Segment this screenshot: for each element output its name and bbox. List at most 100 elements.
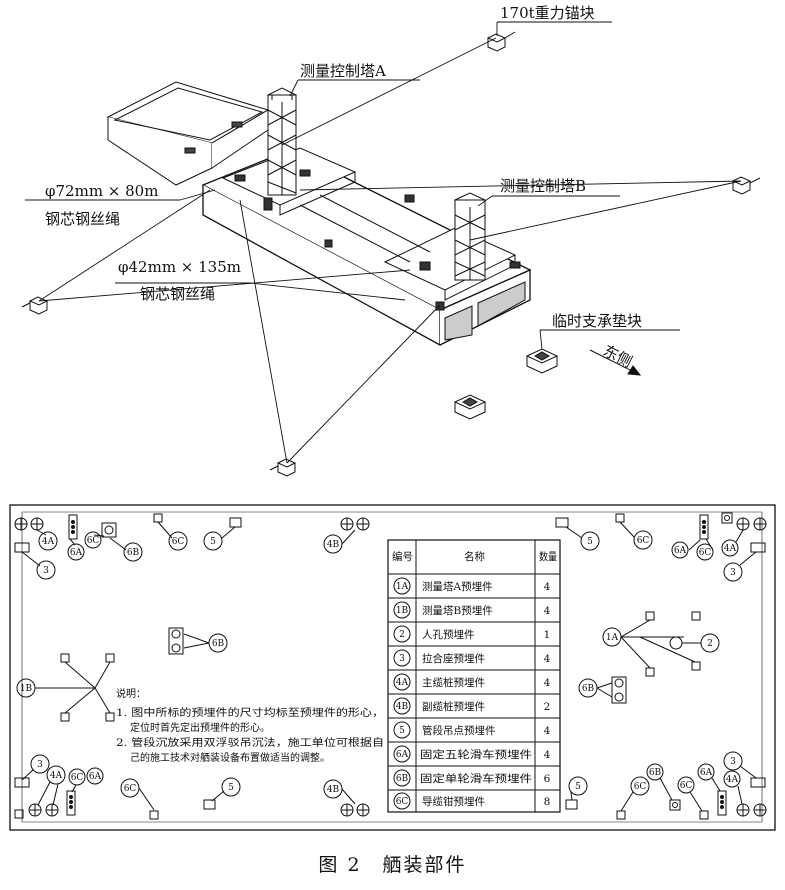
marker-label: 6B [582, 684, 595, 694]
notes-title: 说明： [116, 687, 146, 700]
cluster-top-left [14, 513, 242, 580]
marker-label: 6A [700, 768, 713, 778]
marker-label: 5 [587, 537, 593, 547]
table-row-code: 4B [396, 702, 409, 712]
temporary-support-block-2 [453, 394, 487, 420]
notes-line: 己的施工技术对舾装设备布置做适当的调整。 [130, 751, 330, 764]
marker-label: 1B [20, 684, 33, 694]
table-row-name: 拉合座预埋件 [422, 652, 485, 665]
label-gravity-anchor: 170t重力锚块 [500, 4, 595, 22]
marker-label: 2 [707, 639, 713, 649]
marker-label: 5 [575, 782, 581, 792]
table-row-qty: 6 [544, 773, 551, 785]
component-table-frame [387, 539, 561, 813]
cluster-top-right [555, 512, 767, 582]
table-row-code: 6B [396, 774, 409, 784]
marker-label: 4A [42, 537, 55, 547]
marker-label: 6B [649, 768, 662, 778]
figure-caption: 图 2 舾装部件 [318, 854, 467, 876]
label-temporary-support: 临时支承垫块 [552, 312, 642, 330]
table-code-circles [393, 577, 411, 810]
table-codes: 1A 1B 2 3 4A 4B 5 6A 6B 6C [396, 582, 409, 807]
cluster-1b [16, 627, 228, 722]
table-header-code: 编号 [392, 550, 413, 563]
survey-tower-a [266, 87, 298, 196]
marker-label: 6C [71, 773, 84, 783]
marker-label: 6A [89, 772, 102, 782]
marker-label: 6B [212, 639, 225, 649]
marker-label: 1A [606, 633, 619, 643]
table-row-qty: 4 [544, 749, 551, 761]
table-row-code: 6C [396, 797, 409, 807]
table-row-qty: 4 [544, 605, 551, 617]
cluster-4b-top [323, 517, 370, 554]
cluster-bottom-left [14, 754, 241, 820]
cluster-bottom-right [565, 751, 767, 820]
table-row-qty: 4 [544, 581, 551, 593]
notes-block: 说明： 1. 图中所标的预埋件的尺寸均标至预埋件的形心， 定位时首先定出预埋件的… [116, 687, 384, 764]
marker-label: 6B [127, 548, 140, 558]
table-row-name: 测量塔B预埋件 [422, 604, 493, 617]
label-rope2-spec: φ42mm × 135m [118, 258, 241, 276]
east-arrow [589, 349, 642, 376]
anchor-block-west [21, 296, 49, 315]
table-row-qty: 8 [544, 796, 551, 808]
plan-view [9, 504, 776, 831]
table-header-name: 名称 [464, 550, 485, 563]
table-row-name: 副缆桩预埋件 [422, 700, 485, 713]
marker-label: 6C [124, 784, 137, 794]
label-rope2-name: 钢芯钢丝绳 [140, 285, 215, 303]
table-row-code: 1A [396, 582, 409, 592]
table-row-qty: 4 [544, 677, 551, 689]
isometric-scene [21, 21, 761, 477]
marker-label: 3 [37, 760, 43, 770]
label-rope1-name: 钢芯钢丝绳 [45, 210, 120, 228]
plan-outer-frame [9, 504, 776, 831]
temporary-support-block-1 [525, 348, 559, 374]
table-row-qty: 4 [544, 725, 551, 737]
marker-label: 4A [50, 771, 63, 781]
marker-label: 6A [674, 546, 687, 556]
table-quantities: 4 4 1 4 4 2 4 4 6 8 [544, 581, 551, 808]
table-row-code: 5 [399, 726, 405, 736]
notes-line: 1. 图中所标的预埋件的尺寸均标至预埋件的形心， [116, 706, 384, 719]
marker-label: 3 [730, 757, 736, 767]
table-row-name: 固定五轮滑车预埋件 [420, 748, 532, 761]
table-row-name: 测量塔A预埋件 [422, 580, 493, 593]
table-row-code: 4A [396, 678, 409, 688]
notes-line: 定位时首先定出预埋件的形心。 [130, 721, 270, 734]
marker-label: 4B [327, 540, 340, 550]
cluster-1a [578, 611, 720, 704]
table-row-code: 2 [399, 630, 405, 640]
table-row-qty: 1 [544, 629, 551, 641]
marker-label: 6C [634, 782, 647, 792]
table-row-qty: 4 [544, 653, 551, 665]
marker-label: 3 [43, 566, 49, 576]
marker-label: 5 [228, 783, 234, 793]
marker-label: 6C [637, 536, 650, 546]
label-east: 东侧 [600, 342, 635, 372]
marker-label: 4A [726, 775, 739, 785]
marker-label: 6C [87, 536, 100, 546]
marker-label: 6C [172, 537, 185, 547]
table-header-qty: 数量 [539, 550, 557, 563]
survey-tower-b [453, 192, 487, 281]
marker-label: 6C [680, 781, 693, 791]
notes-line: 2. 管段沉放采用双浮驳吊沉法，施工单位可根据自 [116, 736, 384, 749]
table-row-name: 人孔预埋件 [422, 628, 475, 641]
table-names: 测量塔A预埋件 测量塔B预埋件 人孔预埋件 拉合座预埋件 主缆桩预埋件 副缆桩预… [420, 580, 532, 808]
marker-label: 3 [730, 568, 736, 578]
table-row-name: 主缆桩预埋件 [422, 676, 485, 689]
label-leaders [25, 21, 680, 350]
marker-label: 6C [699, 548, 712, 558]
table-row-code: 1B [396, 606, 409, 616]
table-row-code: 6A [396, 750, 409, 760]
table-row-name: 导缆钳预埋件 [422, 795, 485, 808]
table-row-qty: 2 [544, 701, 551, 713]
table-row-name: 固定单轮滑车预埋件 [420, 772, 532, 785]
marker-label: 4A [724, 544, 737, 554]
anchor-block-north [486, 31, 516, 52]
label-tower-b: 测量控制塔B [500, 177, 586, 195]
left-barge [106, 81, 270, 186]
